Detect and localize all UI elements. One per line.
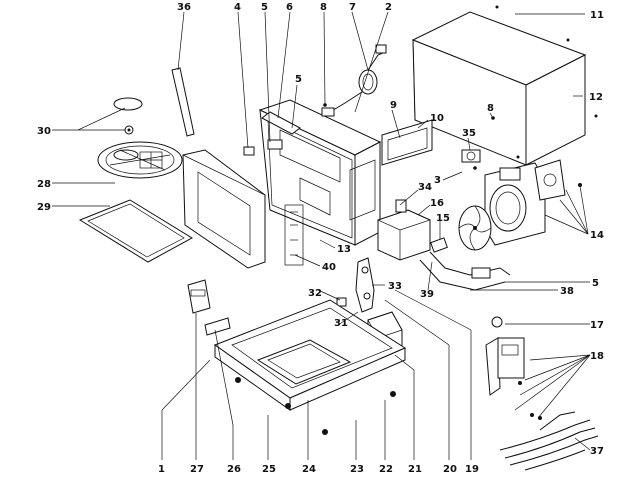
glass-tray (78, 199, 193, 263)
label-3: 3 (434, 175, 441, 186)
label-24: 24 (302, 464, 316, 475)
label-40: 40 (322, 262, 336, 273)
label-17: 17 (590, 320, 604, 331)
base-plate (213, 299, 407, 435)
label-21: 21 (408, 464, 422, 475)
coupler (113, 97, 143, 135)
label-8-top: 8 (320, 2, 327, 13)
label-25: 25 (262, 464, 276, 475)
label-8-right: 8 (487, 103, 494, 114)
label-5-top: 5 (261, 2, 268, 13)
label-29: 29 (37, 202, 51, 213)
label-10: 10 (430, 113, 444, 124)
label-22: 22 (379, 464, 393, 475)
magnetron (377, 199, 431, 261)
label-38: 38 (560, 286, 574, 297)
air-duct (419, 251, 511, 291)
control-panel-assembly (485, 316, 525, 396)
label-15: 15 (436, 213, 450, 224)
label-37: 37 (590, 446, 604, 457)
label-7: 7 (349, 2, 356, 13)
label-35: 35 (462, 128, 476, 139)
label-36: 36 (177, 2, 191, 13)
label-27: 27 (190, 464, 204, 475)
control-box (187, 279, 211, 314)
fan-motor-assembly (484, 159, 566, 246)
label-18: 18 (590, 351, 604, 362)
label-16: 16 (430, 198, 444, 209)
door-switch-lever (355, 257, 375, 313)
label-20: 20 (443, 464, 457, 475)
wire-harness (499, 411, 599, 471)
label-9: 9 (390, 100, 397, 111)
label-23: 23 (350, 464, 364, 475)
oven-cavity (258, 99, 382, 266)
label-11: 11 (590, 10, 604, 21)
label-19: 19 (465, 464, 479, 475)
small-bracket (204, 317, 231, 336)
label-34: 34 (418, 182, 432, 193)
outer-cabinet (411, 5, 598, 166)
label-32: 32 (308, 288, 322, 299)
label-39: 39 (420, 289, 434, 300)
label-12: 12 (589, 92, 603, 103)
label-26: 26 (227, 464, 241, 475)
leader-lines (52, 11, 591, 460)
label-14: 14 (590, 230, 604, 241)
label-4: 4 (234, 2, 241, 13)
micro-switch (336, 297, 347, 307)
label-13: 13 (337, 244, 351, 255)
label-6: 6 (286, 2, 293, 13)
cavity-front-panel (182, 149, 266, 269)
label-5-mid: 5 (295, 74, 302, 85)
roller-ring (97, 141, 183, 179)
label-1: 1 (158, 464, 165, 475)
label-2: 2 (385, 2, 392, 13)
cavity-top-bracket (243, 111, 301, 156)
label-30: 30 (37, 126, 51, 137)
label-28: 28 (37, 179, 51, 190)
label-31: 31 (334, 318, 348, 329)
callout-labels: 36 4 5 6 8 7 2 11 12 5 9 10 8 35 3 34 16… (37, 2, 604, 475)
waveguide (381, 119, 433, 166)
power-cord (321, 44, 387, 117)
fan-blade (458, 205, 492, 251)
thermostat (461, 149, 481, 163)
hv-fuse (430, 237, 448, 253)
waveguide-cover (171, 67, 195, 137)
label-5-right: 5 (592, 278, 599, 289)
label-33: 33 (388, 281, 402, 292)
